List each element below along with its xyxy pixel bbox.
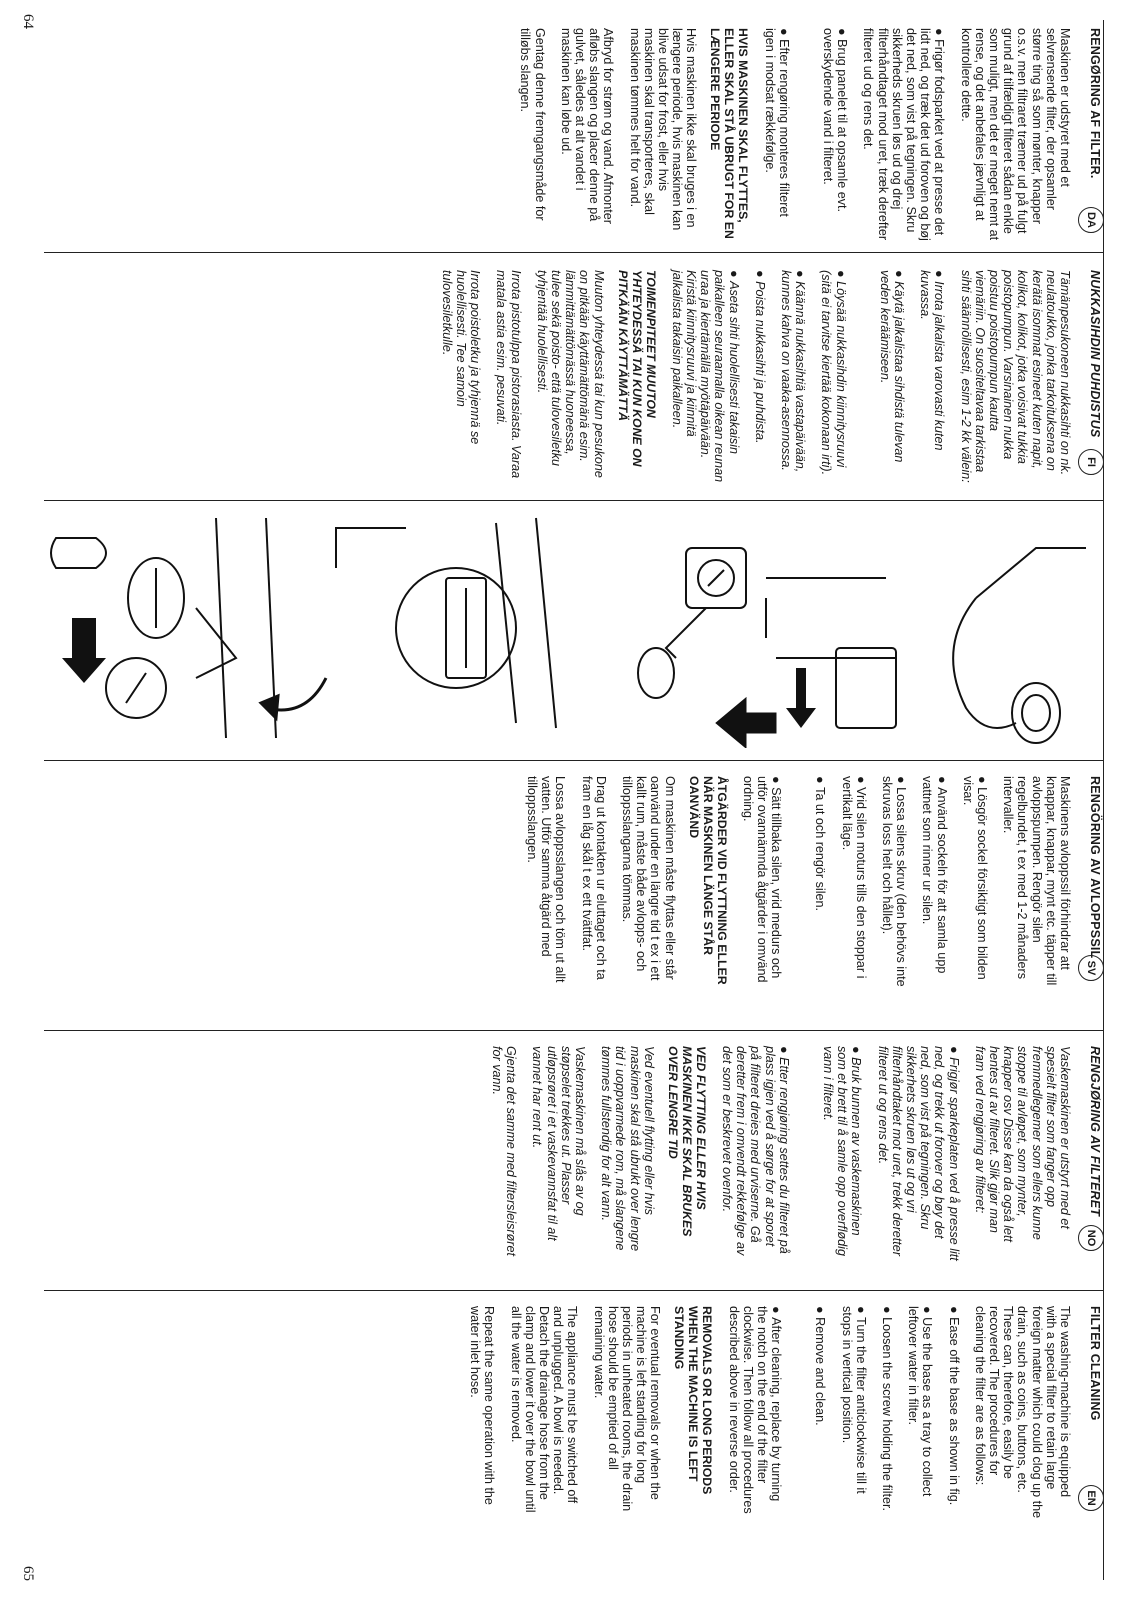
paragraph: The appliance must be switched off and u…: [508, 1306, 580, 1513]
subheading: ÅTGÄRDER VID FLYTTNING ELLER NÄR MASKINE…: [686, 776, 729, 985]
rotate-arrow-icon: [62, 618, 106, 683]
top-rule: [1103, 20, 1104, 1580]
drain-hose-bowl-figure: [765, 547, 1086, 744]
bullet-item: Poista nukkasihti ja puhdista.: [753, 270, 767, 485]
paragraph: Maskinen er udstyret med et selvrensende…: [958, 28, 1072, 241]
power-socket-figure: [637, 547, 747, 699]
subheading: VED FLYTTING ELLER HVIS MASKINEN IKKE SK…: [665, 1046, 708, 1237]
da-column-2: Efter rengøring monteres filteret igen i…: [506, 28, 791, 243]
language-badge-fi: FI: [1078, 449, 1104, 475]
language-badge-da: DA: [1078, 207, 1104, 233]
bullet-item: Etter rengjøring settes du filteret på p…: [720, 1046, 791, 1261]
subheading: TOIMENPITEET MUUTON YHTEYDESSÄ TAI KUN K…: [615, 270, 658, 467]
bullet-item: Käännä nukkasihtiä vastapäivään, kunnes …: [779, 270, 807, 485]
down-arrow-icon: [715, 696, 777, 748]
paragraph: Om maskinen måste flyttas eller står oan…: [619, 776, 677, 981]
bullet-item: Turn the filter anticlockwise till it st…: [839, 1306, 868, 1521]
paragraph: Vaskemaskinen er utstyrt med et spesielt…: [972, 1046, 1072, 1243]
section-da: RENGØRING AF FILTER. DA Maskinen er udst…: [506, 28, 1104, 243]
paragraph: Irrota pistotulppa pistorasiasta. Varaa …: [494, 270, 523, 479]
bullet-item: Loosen the screw holding the filter.: [880, 1306, 894, 1521]
bullet-item: Vrid silen moturs tills den stoppar i ve…: [839, 776, 868, 991]
bullet-item: Käytä jalkalistaa sihdistä tulevan veden…: [878, 270, 906, 485]
sv-column-1: Maskinens avloppssil förhindrar att knap…: [801, 776, 1072, 991]
column-divider-no-en: [44, 1290, 1104, 1291]
curved-arrow-icon: [258, 677, 328, 722]
en-column-2: After cleaning, replace by turning the n…: [456, 1306, 783, 1521]
paragraph: Muuton yhteydessä tai kun pesukone on pi…: [534, 270, 606, 478]
bullet-item: Aseta sihti huolellisesti takaisin paika…: [670, 270, 741, 485]
language-badge-en: EN: [1078, 1485, 1104, 1511]
no-column-1: Vaskemaskinen er utstyrt med et spesielt…: [809, 1046, 1072, 1261]
paragraph: Afbryd for strøm og vand. Afmonter afløb…: [558, 28, 616, 224]
bullet-item: Frigør fodsparket ved at presse det lidt…: [861, 28, 946, 243]
paragraph: For eventual removals or when the machin…: [591, 1306, 663, 1512]
paragraph: Maskinens avloppssil förhindrar att knap…: [1001, 776, 1072, 986]
filter-illustrations: [50, 517, 1086, 748]
paragraph: The washing-machine is equipped with a s…: [972, 1306, 1072, 1519]
bullet-item: Lösgör sockel försiktigt som bilden visa…: [961, 776, 989, 991]
bullet-item: Löysää nukkasihdin kiinnitysruuvi (sitä …: [819, 270, 847, 485]
subheading: REMOVALS OR LONG PERIODS WHEN THE MACHIN…: [672, 1306, 715, 1495]
column-divider-figure-sv: [44, 760, 1104, 761]
paragraph: Ved eventuell flytting eller hvis maskin…: [599, 1046, 656, 1252]
bullet-item: Ta ut och rengör silen.: [813, 776, 827, 991]
fi-column-1: Tämänpesukoneen nukkasihti on nk. neulat…: [866, 270, 1072, 485]
column-divider-da-fi: [44, 252, 1104, 253]
page-number-left: 64: [20, 14, 36, 29]
no-column-2: Etter rengjøring settes du filteret på p…: [478, 1046, 791, 1261]
bullet-item: After cleaning, replace by turning the n…: [726, 1306, 784, 1521]
paragraph: Gjenta det samme med filtersleisrøret fo…: [489, 1046, 519, 1256]
subheading: HVIS MASKINEN SKAL FLYTTES, ELLER SKAL S…: [708, 28, 751, 239]
bullet-item: Remove and clean.: [813, 1306, 827, 1521]
en-column-1: The washing-machine is equipped with a s…: [801, 1306, 1072, 1521]
bullet-item: Använd sockeln för att samla upp vattnet…: [920, 776, 948, 991]
column-divider-sv-no: [44, 1030, 1104, 1031]
bullet-item: Efter rengøring monteres filteret igen i…: [762, 28, 791, 243]
section-no: RENGJØRING AV FILTERET NO Vaskemaskinen …: [478, 1046, 1104, 1261]
bullet-item: Use the base as a tray to collect leftov…: [906, 1306, 934, 1521]
bullet-item: Ease off the base as shown in fig.: [946, 1306, 961, 1521]
bullet-item: Bruk bunnen av vaskemaskinen som et bret…: [821, 1046, 863, 1261]
bullet-item: Irrota jalkalista varovasti kuten kuvass…: [918, 270, 946, 485]
left-arrow-icon: [786, 668, 816, 728]
paragraph: Lossa avloppsslangen och töm ut allt vat…: [524, 776, 568, 983]
paragraph: Repeat the same operation with the water…: [468, 1306, 497, 1505]
column-divider-fi-figure: [44, 500, 1104, 501]
section-fi: NUKKASIHDIN PUHDISTUS FI Tämänpesukoneen…: [428, 270, 1104, 485]
paragraph: Hvis maskinen ikke skal bruges i en læng…: [627, 28, 699, 231]
bullet-item: Lossa silens skruv (den behövs inte skru…: [880, 776, 908, 991]
da-column-1: Maskinen er udstyret med et selvrensende…: [809, 28, 1072, 243]
hand-icon: [50, 537, 107, 569]
bullet-item: Sätt tillbaka silen, vrid medurs och utf…: [741, 776, 783, 991]
base-panel-figure: [335, 517, 557, 729]
paragraph: Irrota poistoletku ja tyhjennä se huolel…: [439, 270, 483, 445]
sv-column-2: Sätt tillbaka silen, vrid medurs och utf…: [513, 776, 783, 991]
filter-removal-figure: [105, 517, 277, 739]
paragraph: Vaskemaskinen må slås av og støpselet tr…: [530, 1046, 587, 1241]
language-badge-no: NO: [1078, 1225, 1104, 1251]
language-badge-sv: SV: [1078, 955, 1104, 981]
section-sv: RENGÖRING AV AVLOPPSSIL SV Maskinens avl…: [513, 776, 1104, 991]
section-en: FILTER CLEANING EN The washing-machine i…: [456, 1306, 1104, 1521]
bullet-item: Frigjør sparkeplaten ved å presse litt n…: [875, 1046, 961, 1261]
fi-column-2: Löysää nukkasihdin kiinnitysruuvi (sitä …: [428, 270, 848, 485]
paragraph: Tämänpesukoneen nukkasihti on nk. neulat…: [958, 270, 1072, 483]
paragraph: Gentag denne fremgangsmåde for tilløbs s…: [518, 28, 547, 221]
paragraph: Drag ut kontakten ur eluttaget och ta fr…: [579, 776, 608, 980]
bullet-item: Brug panelet til at opsamle evt. oversky…: [821, 28, 849, 243]
page-number-right: 65: [20, 1566, 36, 1581]
